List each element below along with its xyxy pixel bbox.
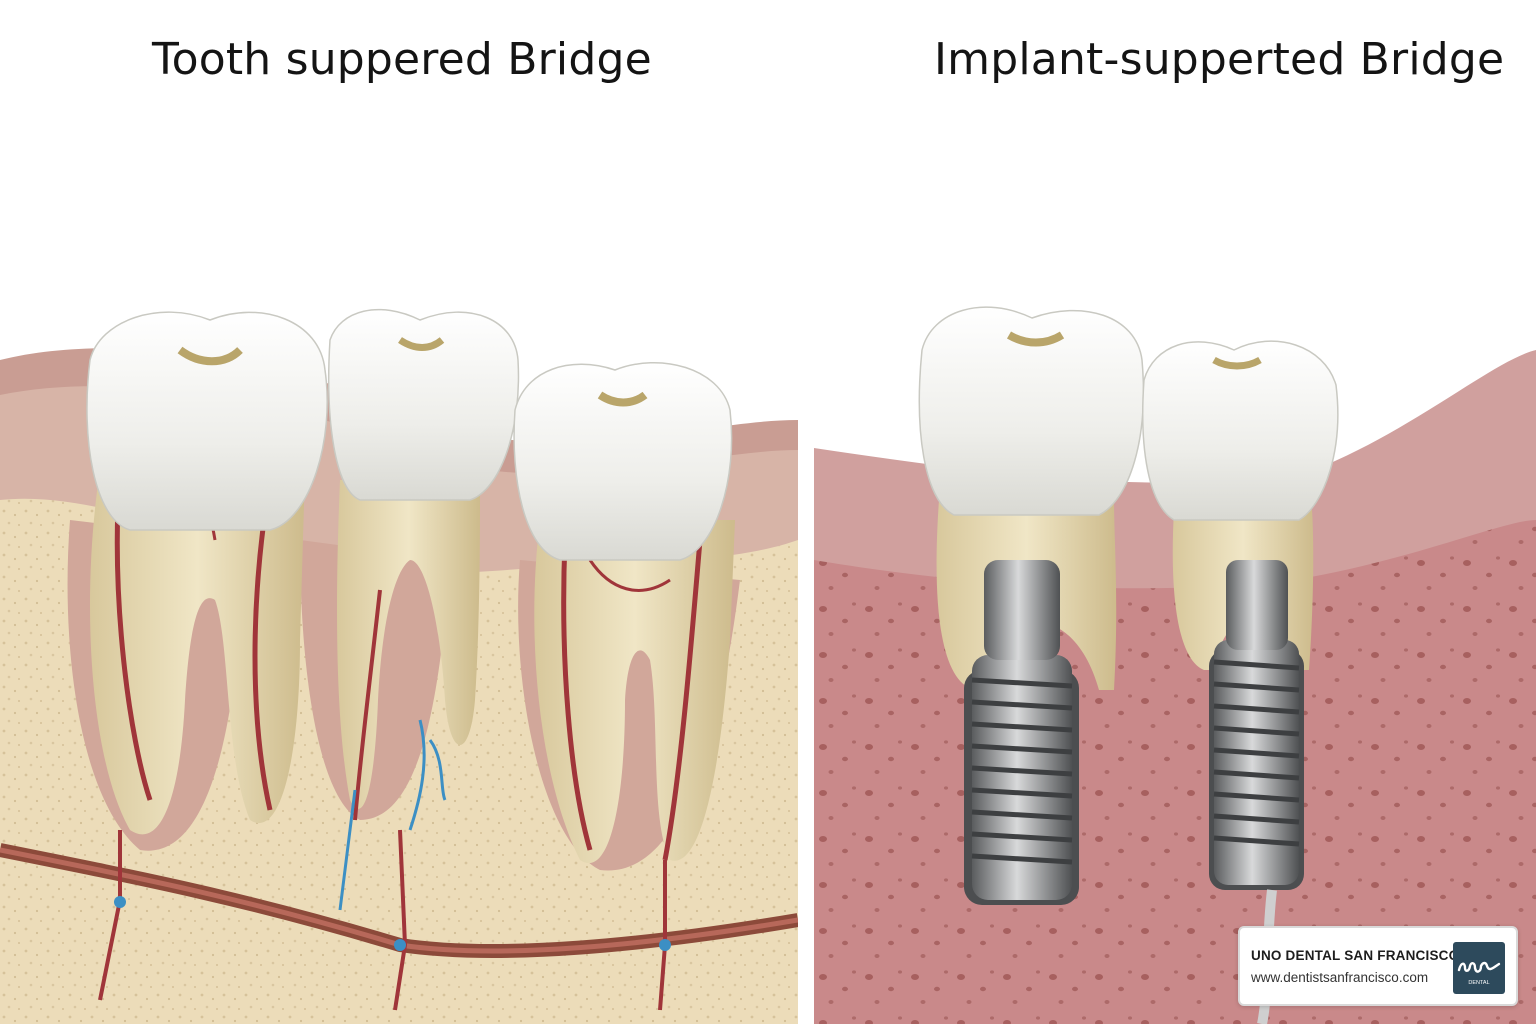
tooth-supported-bridge-illustration	[0, 308, 798, 1024]
molar-3-crown	[513, 362, 733, 561]
brand-logo-mark: DENTAL	[1457, 961, 1501, 986]
molar-3	[513, 362, 735, 864]
brand-name: UNO DENTAL SAN FRANCISCO	[1251, 948, 1460, 963]
implant-supported-bridge-illustration	[814, 306, 1536, 1024]
implant-1-crown	[918, 306, 1145, 516]
brand-logo: DENTAL	[1453, 942, 1505, 994]
implant-2	[1142, 340, 1339, 890]
molar-1-crown	[86, 311, 328, 531]
panel-divider	[798, 420, 814, 1024]
implant-2-crown	[1142, 340, 1339, 521]
molar-2	[328, 308, 520, 911]
svg-text:DENTAL: DENTAL	[1468, 980, 1489, 986]
brand-url[interactable]: www.dentistsanfrancisco.com	[1251, 970, 1429, 985]
molar-1	[86, 311, 328, 835]
right-panel-title: Implant-supperted Bridge	[934, 34, 1505, 85]
molar-2-crown	[328, 308, 520, 501]
brand-badge: UNO DENTAL SAN FRANCISCO www.dentistsanf…	[1238, 926, 1518, 1006]
implant-1	[918, 306, 1145, 905]
left-panel-title: Tooth suppered Bridge	[152, 34, 652, 85]
